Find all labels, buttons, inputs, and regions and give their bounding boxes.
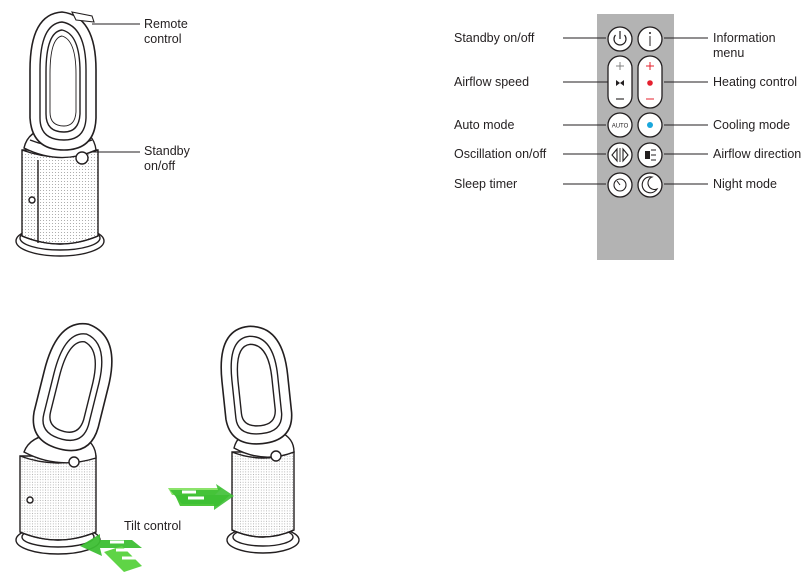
airflow-speed-button xyxy=(607,55,633,109)
airflow-direction-button xyxy=(637,142,663,168)
night-mode-button xyxy=(637,172,663,198)
heating-control-button xyxy=(637,55,663,109)
airflow-speed-label: Airflow speed xyxy=(454,75,530,89)
tilt-control-label: Tilt control xyxy=(124,519,182,533)
auto-mode-button: AUTO xyxy=(607,112,633,138)
tilt-arrow-forward-icon xyxy=(168,484,234,510)
airflow-direction-label: Airflow direction xyxy=(713,147,802,161)
information-menu-label: Information menu xyxy=(713,31,776,60)
standby-button xyxy=(607,26,633,52)
cooling-mode-button xyxy=(637,112,663,138)
fan-tilted-back xyxy=(15,322,113,555)
sleep-timer-label: Sleep timer xyxy=(454,177,518,191)
oscillation-label: Oscillation on/off xyxy=(454,147,547,161)
oscillation-button xyxy=(607,142,633,168)
auto-button-text: AUTO xyxy=(612,124,629,130)
auto-mode-label: Auto mode xyxy=(454,118,515,132)
cooling-mode-label: Cooling mode xyxy=(713,118,791,132)
tilt-arrow-backward-icon xyxy=(80,534,142,572)
fan-front-view xyxy=(15,11,105,257)
night-mode-label: Night mode xyxy=(713,177,777,191)
standby-label: Standby on/off xyxy=(144,144,190,173)
heating-control-label: Heating control xyxy=(713,75,798,89)
fan-tilted-forward xyxy=(220,325,300,554)
remote-control-label: Remote control xyxy=(144,17,188,46)
sleep-timer-button xyxy=(607,172,633,198)
remote-body xyxy=(597,14,674,260)
remote-control-diagram: AUTO xyxy=(563,14,708,260)
standby-onoff-label: Standby on/off xyxy=(454,31,535,45)
information-button xyxy=(637,26,663,52)
